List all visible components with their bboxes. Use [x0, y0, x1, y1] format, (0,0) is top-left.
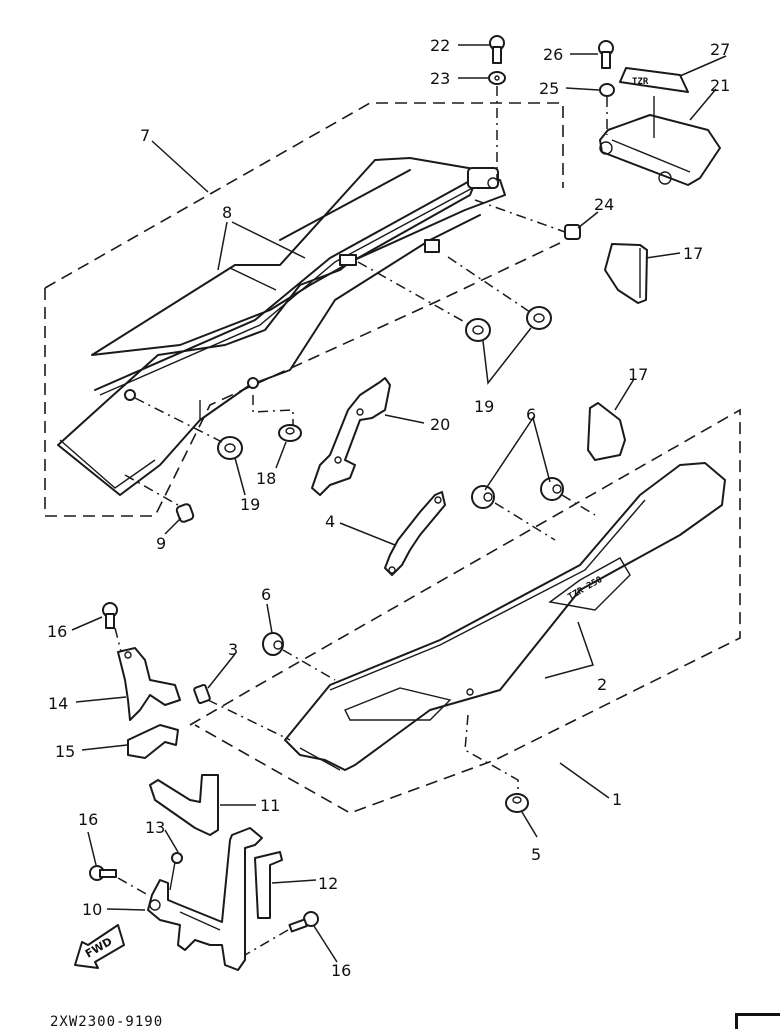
side-cover-part-17-upper[interactable]: [604, 243, 648, 304]
callout-16-right[interactable]: 16: [331, 961, 351, 980]
axis-5: [464, 714, 519, 795]
axis-16-right: [244, 929, 289, 956]
callout-10[interactable]: 10: [82, 900, 102, 919]
bracket-part-4[interactable]: [384, 491, 446, 576]
callout-15[interactable]: 15: [55, 742, 75, 761]
damper-part-6-c[interactable]: [262, 632, 284, 656]
tail-assembly-boundary: [189, 408, 741, 814]
callout-22[interactable]: 22: [430, 36, 450, 55]
screw-part-22[interactable]: [489, 35, 505, 64]
axis-13: [169, 861, 176, 891]
cover-part-15[interactable]: [127, 724, 179, 759]
axis-19b: [447, 256, 531, 313]
washer-part-25[interactable]: [599, 83, 615, 97]
callout-2[interactable]: 2: [597, 675, 607, 694]
axis-24: [474, 199, 566, 233]
damper-part-6-a[interactable]: [471, 485, 495, 509]
grommet-part-5[interactable]: [505, 793, 529, 813]
damper-part-6-b[interactable]: [540, 477, 564, 501]
grommet-part-19-b[interactable]: [526, 306, 552, 330]
axis-6b: [561, 494, 596, 516]
callout-18[interactable]: 18: [256, 469, 276, 488]
callout-19-left[interactable]: 19: [240, 495, 260, 514]
grommet-part-18[interactable]: [278, 424, 302, 442]
clip-part-3[interactable]: [193, 683, 211, 705]
callout-16-left[interactable]: 16: [78, 810, 98, 829]
callout-13[interactable]: 13: [145, 818, 165, 837]
axis-19c: [134, 397, 223, 443]
clip-part-24[interactable]: [564, 224, 581, 240]
callout-7[interactable]: 7: [140, 126, 150, 145]
bracket-part-14[interactable]: [117, 647, 181, 721]
callout-17-lower[interactable]: 17: [628, 365, 648, 384]
axis-18: [252, 395, 294, 425]
bracket-part-20[interactable]: [311, 377, 391, 496]
callout-4[interactable]: 4: [325, 512, 335, 531]
bolt-part-16-top[interactable]: [102, 602, 118, 629]
seat-part-8[interactable]: [91, 157, 481, 356]
callout-26[interactable]: 26: [543, 45, 563, 64]
callout-27[interactable]: 27: [710, 40, 730, 59]
axis-9: [124, 474, 179, 506]
callout-19-right[interactable]: 19: [474, 397, 494, 416]
page-corner-mark: [735, 1013, 780, 1029]
screw-part-26[interactable]: [598, 40, 614, 69]
callout-12[interactable]: 12: [318, 874, 338, 893]
lock-bracket-part-10[interactable]: [147, 827, 263, 971]
callout-9[interactable]: 9: [156, 534, 166, 553]
callout-25[interactable]: 25: [539, 79, 559, 98]
seat-assembly-boundary-left: [44, 242, 561, 517]
callout-23[interactable]: 23: [430, 69, 450, 88]
washer-part-23[interactable]: [488, 71, 506, 85]
callout-5[interactable]: 5: [531, 845, 541, 864]
grommet-part-19-a[interactable]: [465, 318, 491, 342]
axis-3: [207, 699, 291, 741]
callout-11[interactable]: 11: [260, 796, 280, 815]
nut-part-13[interactable]: [171, 852, 183, 864]
decal-27-text: TZR: [632, 77, 649, 87]
axis-6c: [282, 649, 336, 681]
callout-16-top[interactable]: 16: [47, 622, 67, 641]
grommet-part-19-c[interactable]: [217, 436, 243, 460]
callout-6-left[interactable]: 6: [261, 585, 271, 604]
bracket-part-12[interactable]: [254, 851, 283, 919]
forward-direction-arrow: FWD: [74, 924, 125, 969]
seat-assembly-boundary: [44, 102, 564, 289]
callout-21[interactable]: 21: [710, 76, 730, 95]
side-panel-part-2-b[interactable]: [548, 557, 631, 611]
bolt-part-16-right[interactable]: [288, 911, 319, 933]
cover-part-21[interactable]: [599, 114, 721, 186]
callout-14[interactable]: 14: [48, 694, 68, 713]
callout-8[interactable]: 8: [222, 203, 232, 222]
side-cover-part-17-lower[interactable]: [587, 402, 626, 461]
tail-cowl-part-1[interactable]: TZR 250: [284, 462, 726, 771]
callout-20[interactable]: 20: [430, 415, 450, 434]
callout-6-top[interactable]: 6: [526, 405, 536, 424]
callout-17-upper[interactable]: 17: [683, 244, 703, 263]
callout-3[interactable]: 3: [228, 640, 238, 659]
drawing-code: 2XW2300-9190: [50, 1014, 164, 1030]
decal-part-27[interactable]: TZR: [619, 67, 689, 93]
axis-16-left: [117, 877, 149, 896]
leader-lines: [71, 44, 727, 963]
seat-frame-part-7[interactable]: [57, 167, 506, 496]
callout-labels: 7 8 22 23 26 25 27 21 24 17 17 19 19 20 …: [47, 36, 730, 980]
bolt-part-16-left[interactable]: [89, 865, 117, 881]
collar-part-9[interactable]: [175, 503, 195, 523]
side-panel-part-2-a[interactable]: [344, 687, 452, 721]
callout-24[interactable]: 24: [594, 195, 614, 214]
band-part-11[interactable]: [149, 774, 219, 836]
callout-1[interactable]: 1: [612, 790, 622, 809]
